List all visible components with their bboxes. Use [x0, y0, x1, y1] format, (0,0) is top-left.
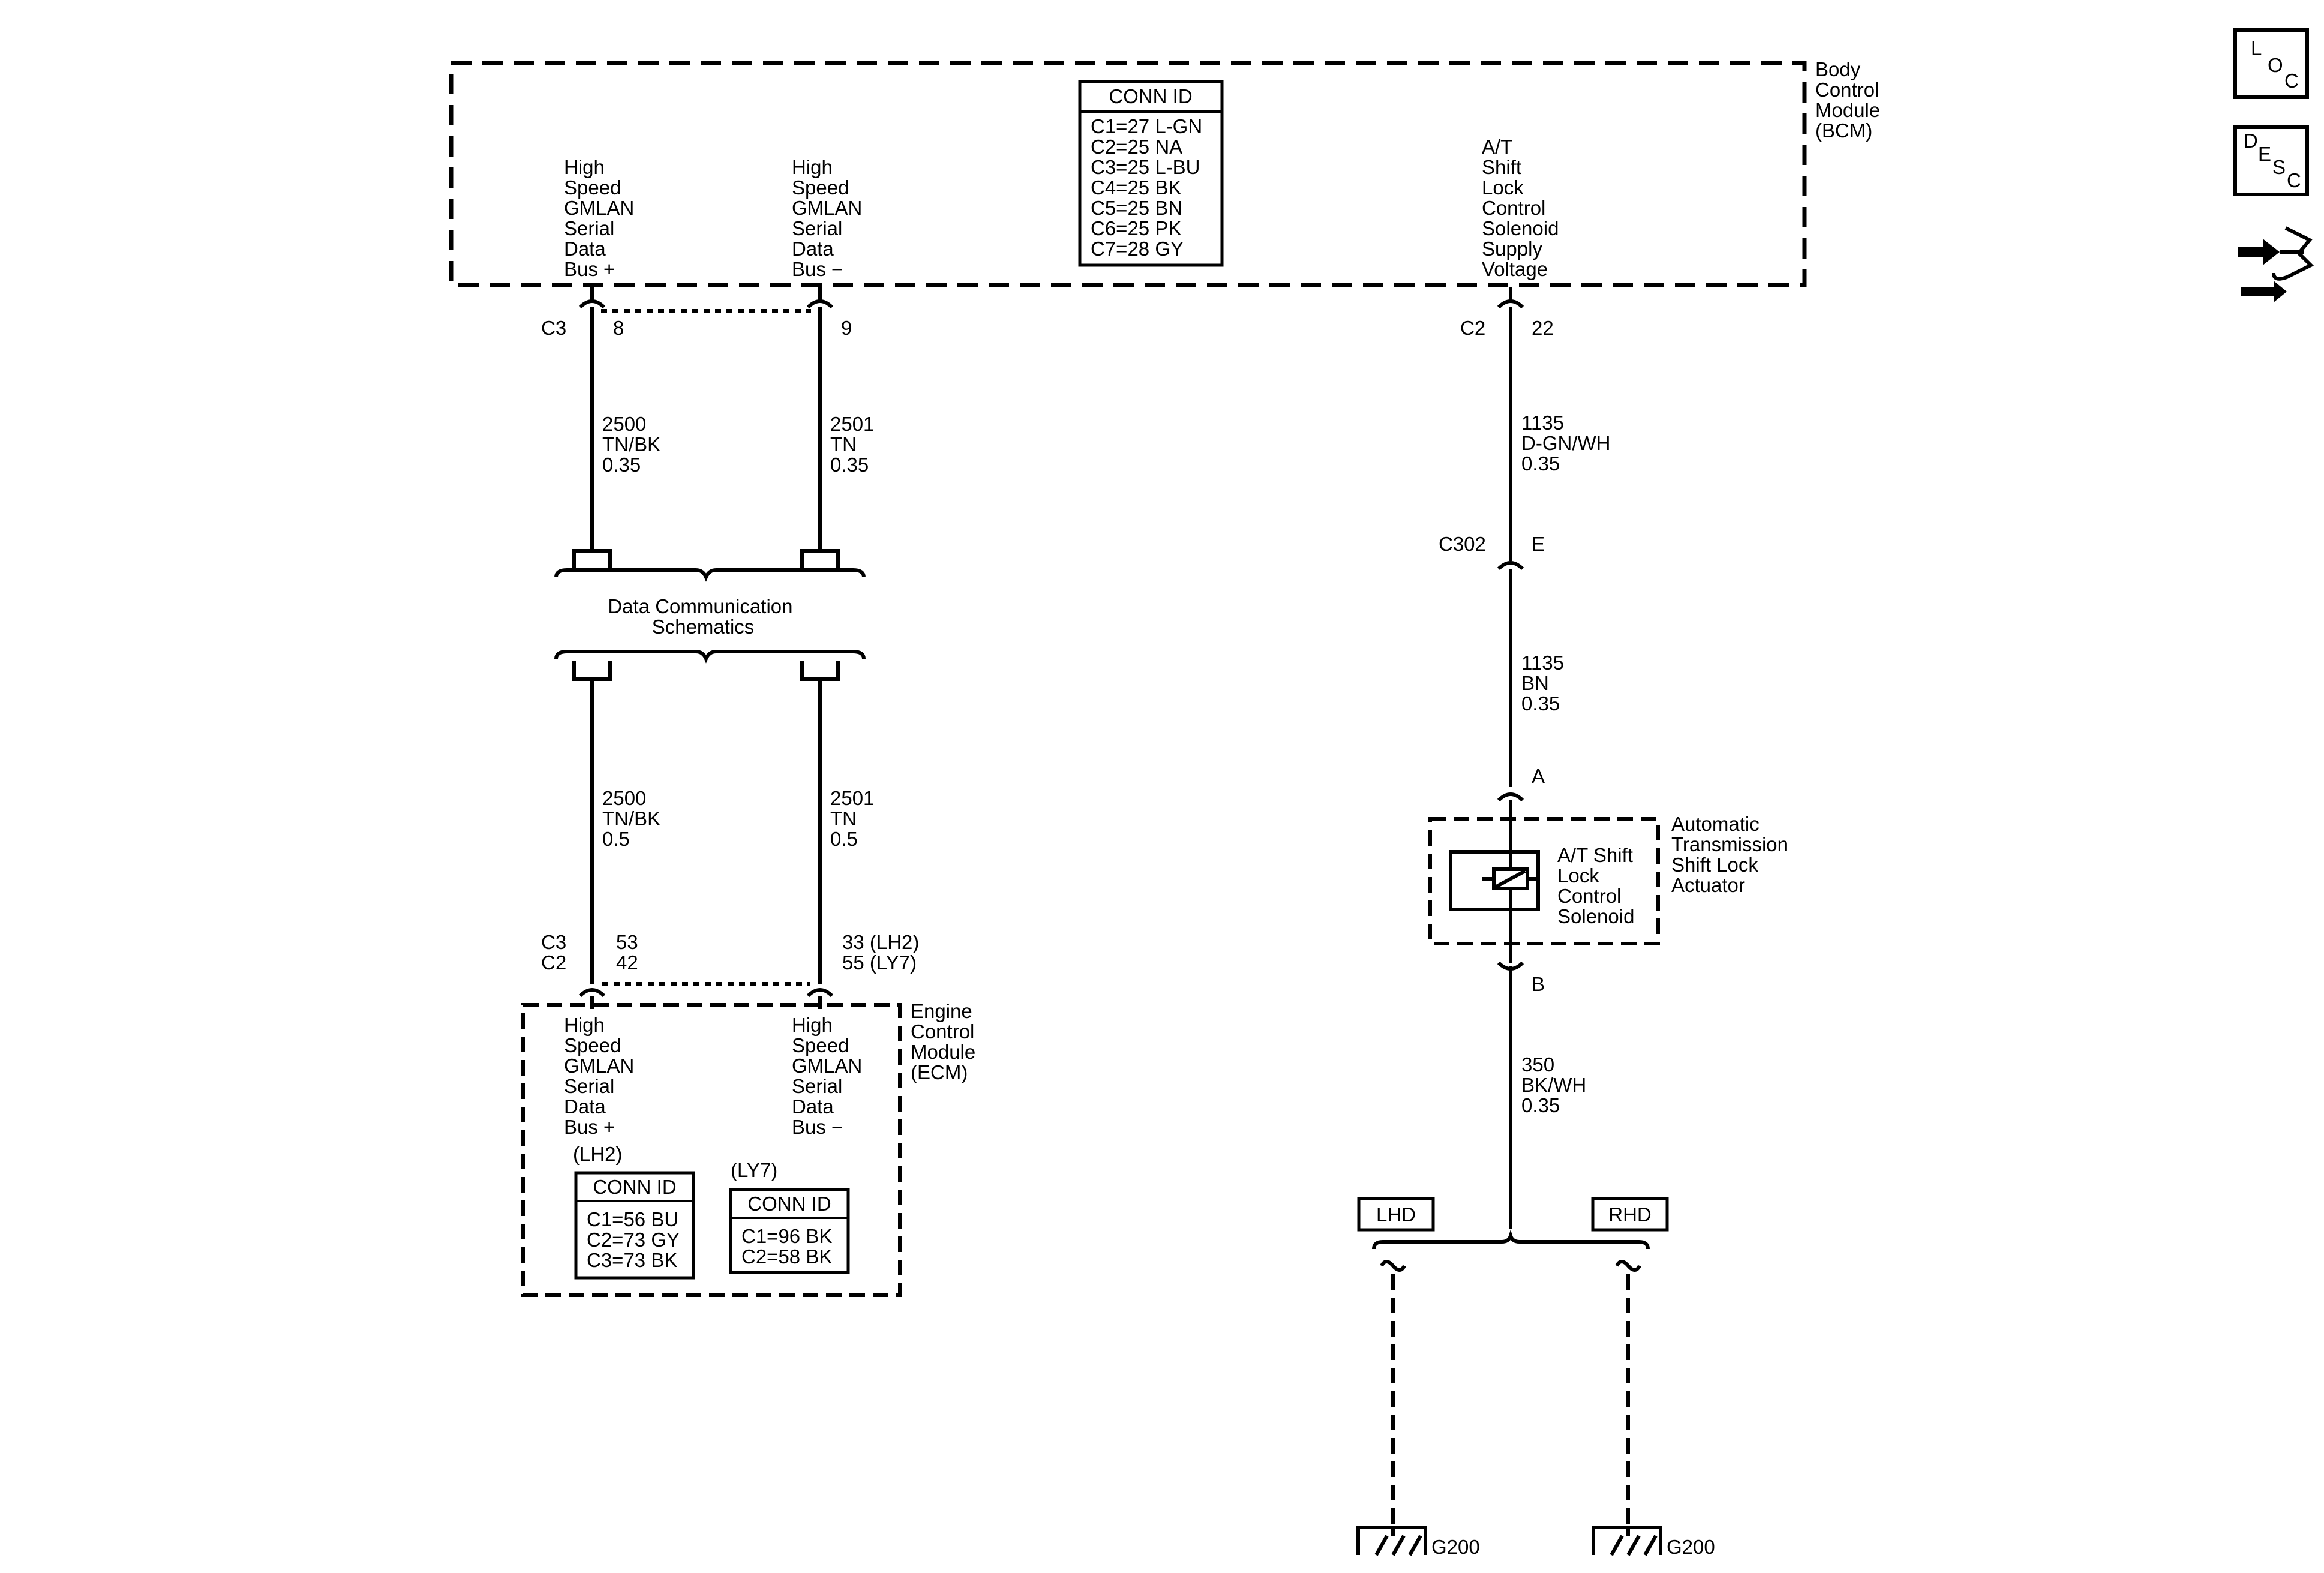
ecm-label: Engine Control Module (ECM) [911, 1000, 981, 1083]
bcm-outline [449, 61, 1807, 287]
shift-lock-actuator-outline [1428, 817, 1660, 945]
solenoid-label: A/T Shift Lock Control Solenoid [1557, 844, 1638, 927]
c302-pin-label: E [1532, 533, 1545, 555]
actuator-pin-b-label: B [1532, 973, 1545, 995]
svg-text:L: L [2251, 37, 2262, 59]
rhd-label: RHD [1608, 1203, 1652, 1226]
connector-navigation-icon[interactable] [2238, 226, 2314, 302]
actuator-pin-a-label: A [1532, 765, 1545, 787]
gmlan-bottom-wires: 2500 TN/BK 0.5 2501 TN 0.5 C3 C2 53 42 3… [541, 650, 925, 1009]
svg-text:D: D [2244, 130, 2258, 152]
loc-button[interactable]: L O C [2233, 28, 2309, 99]
shift-lock-circuit: C2 22 1135 D-GN/WH 0.35 C302 E 1135 BN 0… [1428, 299, 1794, 1229]
wire-2501-bottom-label: 2501 TN 0.5 [830, 787, 880, 850]
body-control-module: Body Control Module (BCM) CONN ID C1=27 … [449, 58, 1885, 303]
wire-2500-bottom-label: 2500 TN/BK 0.5 [602, 787, 666, 850]
ground-right-cut [1615, 1260, 1641, 1272]
wire-1135-bottom-label: 1135 BN 0.35 [1521, 652, 1569, 715]
ecm-pin-plus-numbers: 53 42 [616, 931, 644, 974]
wire-350-label: 350 BK/WH 0.35 [1521, 1053, 1592, 1116]
bcm-label: Body Control Module (BCM) [1815, 58, 1885, 142]
data-communication-schematics-ref: Data Communication Schematics [608, 595, 798, 638]
wire-1135-top-label: 1135 D-GN/WH 0.35 [1521, 412, 1616, 475]
lhd-label: LHD [1376, 1203, 1416, 1226]
bcm-c3-label: C3 [541, 317, 566, 339]
ecm-ly7-conn-id-rows: C1=96 BK C2=58 BK [741, 1225, 838, 1268]
ground-brace [1372, 1229, 1650, 1250]
ecm-ly7-conn-id-table: CONN ID C1=96 BK C2=58 BK [729, 1188, 850, 1274]
harness-cap-top-left [572, 549, 612, 568]
g200-left-label: G200 [1431, 1536, 1480, 1558]
ecm-lh2-conn-id-rows: C1=56 BU C2=73 GY C3=73 BK [587, 1208, 685, 1271]
wire-2500-top-label: 2500 TN/BK 0.35 [602, 413, 666, 476]
svg-text:S: S [2272, 156, 2286, 178]
desc-button[interactable]: D E S C [2233, 125, 2309, 196]
solenoid-symbol [1449, 850, 1540, 911]
bcm-conn-id-header: CONN ID [1109, 85, 1192, 107]
engine-control-module: Engine Control Module (ECM) High Speed G… [521, 1000, 981, 1297]
bcm-c3-pin9-terminal [806, 299, 834, 309]
shift-lock-actuator-label: Automatic Transmission Shift Lock Actuat… [1671, 813, 1794, 896]
gmlan-top-wires: C3 8 9 2500 TN/BK 0.35 2501 TN 0.35 [541, 299, 880, 582]
bcm-c2-pin22-label: 22 [1532, 317, 1554, 339]
ground-symbol-right [1592, 1526, 1662, 1556]
c302-label: C302 [1439, 533, 1486, 555]
ecm-outline [521, 1003, 902, 1297]
bcm-c3-pin8-label: 8 [613, 317, 624, 339]
ecm-pin-bus-plus-label: High Speed GMLAN Serial Data Bus + [564, 1014, 640, 1138]
svg-text:C: C [2284, 70, 2299, 92]
actuator-pin-a-terminal [1497, 792, 1524, 802]
ecm-lh2-conn-id-table: CONN ID C1=56 BU C2=73 GY C3=73 BK [574, 1171, 695, 1280]
harness-cap-bottom-right [800, 661, 840, 681]
bcm-conn-id-table: CONN ID C1=27 L-GN C2=25 NA C3=25 L-BU C… [1078, 80, 1224, 267]
ecm-ly7-conn-id-header: CONN ID [747, 1193, 831, 1215]
ecm-pin-plus-terminal [578, 988, 606, 998]
bcm-pin-shift-lock-supply-label: A/T Shift Lock Control Solenoid Supply V… [1482, 136, 1565, 280]
harness-cap-bottom-left [572, 661, 612, 681]
ecm-pin-minus-numbers: 33 (LH2) 55 (LY7) [842, 931, 925, 974]
ecm-lh2-conn-id-header: CONN ID [593, 1176, 676, 1198]
bcm-c3-pin9-label: 9 [841, 317, 852, 339]
ecm-ly7-tag: (LY7) [731, 1159, 777, 1181]
bcm-pin-bus-minus-label: High Speed GMLAN Serial Data Bus − [792, 156, 868, 280]
ecm-pin-minus-terminal [806, 988, 834, 998]
wire-2501-top-label: 2501 TN 0.35 [830, 413, 880, 476]
lhd-badge [1357, 1197, 1435, 1232]
harness-cap-top-right [800, 549, 840, 568]
svg-text:E: E [2258, 143, 2271, 165]
ecm-pin-bus-minus-label: High Speed GMLAN Serial Data Bus − [792, 1014, 868, 1138]
bcm-conn-id-rows: C1=27 L-GN C2=25 NA C3=25 L-BU C4=25 BK … [1091, 115, 1208, 260]
loc-icon[interactable] [2233, 28, 2309, 99]
ground-left-cut [1380, 1260, 1406, 1272]
ground-symbol-left [1356, 1526, 1427, 1556]
bcm-c2-pin22-terminal [1497, 299, 1524, 309]
ecm-lh2-tag: (LH2) [573, 1143, 623, 1165]
harness-brace-top [554, 568, 866, 582]
bcm-pin-bus-plus-label: High Speed GMLAN Serial Data Bus + [564, 156, 640, 280]
ground-split: LHD RHD G200 G200 [1356, 1197, 1715, 1558]
bcm-c2-label: C2 [1460, 317, 1485, 339]
svg-text:C: C [2287, 169, 2301, 191]
desc-icon[interactable] [2233, 125, 2309, 196]
g200-right-label: G200 [1667, 1536, 1715, 1558]
rhd-badge [1591, 1197, 1669, 1232]
c302-terminal [1497, 561, 1524, 571]
svg-text:O: O [2268, 54, 2283, 76]
harness-brace-bottom [554, 650, 866, 664]
bcm-c3-pin8-terminal [578, 299, 606, 309]
ecm-connector-labels: C3 C2 [541, 931, 572, 974]
